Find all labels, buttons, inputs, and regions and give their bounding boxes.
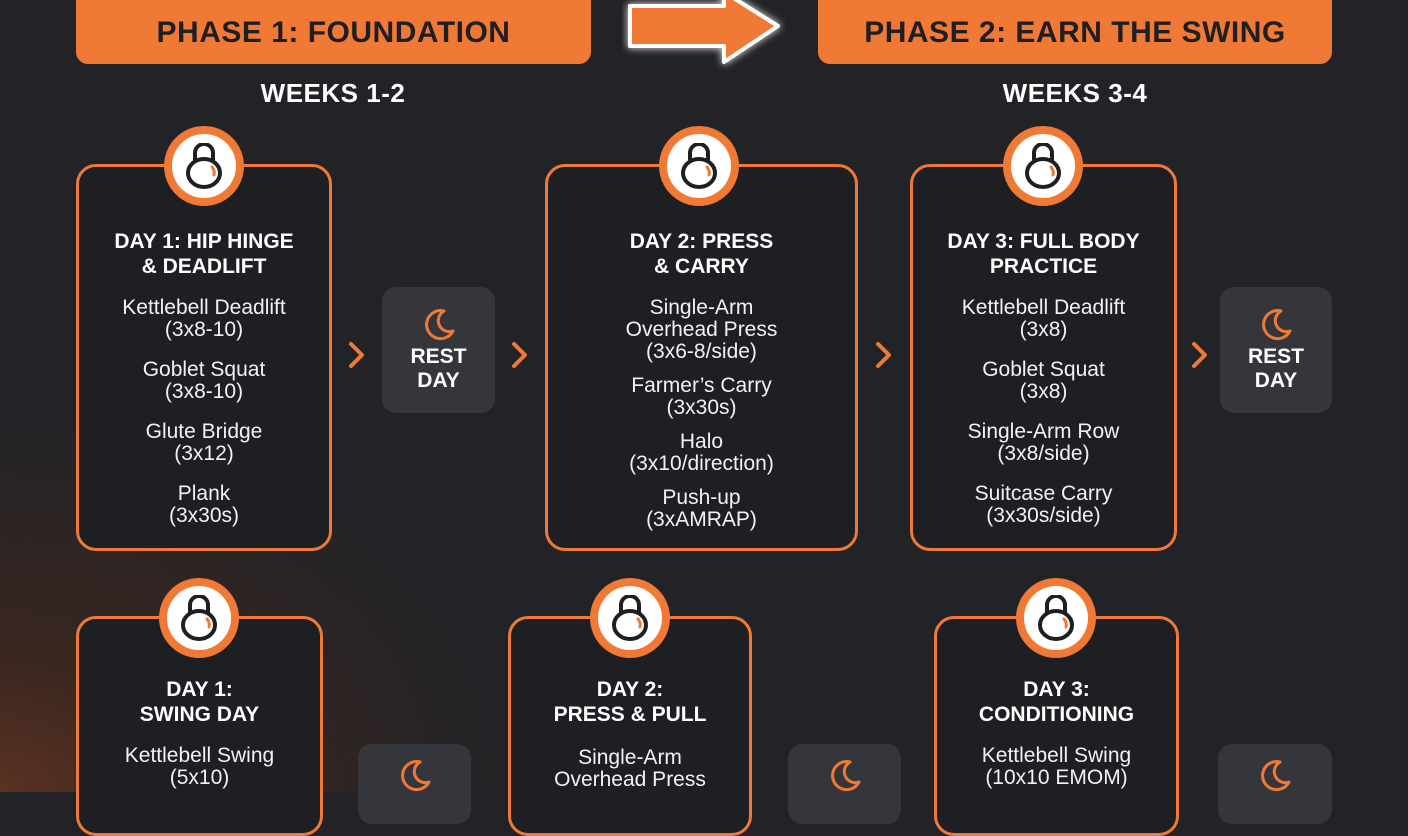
exercise-list: Kettlebell Swing(10x10 EMOM) (937, 745, 1176, 789)
rest-day-tile (358, 744, 471, 824)
card-title: DAY 1: HIP HINGE & DEADLIFT (114, 230, 294, 278)
moon-icon (1262, 309, 1292, 341)
kettlebell-badge (164, 126, 244, 206)
kettlebell-badge (1003, 126, 1083, 206)
rest-day-tile (788, 744, 901, 824)
list-item: Single-Arm Row(3x8/side) (967, 420, 1120, 465)
moon-icon (400, 760, 430, 792)
card-title: DAY 2: PRESS & CARRY (629, 230, 774, 278)
arrow-right-icon (628, 0, 780, 64)
phase-1-weeks: WEEKS 1-2 (260, 78, 406, 108)
rest-day-tile (1218, 744, 1332, 824)
chevron-right-icon (349, 342, 364, 368)
card-title: DAY 1: SWING DAY (139, 678, 260, 726)
chevron-right-icon (512, 342, 527, 368)
list-item: Kettlebell Deadlift(3x8-10) (122, 296, 286, 341)
chevron-right-icon (876, 342, 891, 368)
card-title: DAY 3: FULL BODY PRACTICE (947, 230, 1140, 278)
phase-2-weeks: WEEKS 3-4 (1002, 78, 1148, 108)
card-title: DAY 2: PRESS & PULL (553, 678, 707, 726)
rest-day-tile: REST DAY (382, 287, 495, 413)
rest-day-tile: REST DAY (1220, 287, 1332, 413)
day-card-phase1-day1: DAY 1: HIP HINGE & DEADLIFT Kettlebell D… (76, 164, 332, 551)
kettlebell-badge (159, 578, 239, 658)
list-item: Glute Bridge(3x12) (145, 420, 263, 465)
rest-day-label: REST DAY (410, 345, 467, 392)
list-item: Kettlebell Deadlift(3x8) (961, 296, 1126, 341)
list-item: Goblet Squat(3x8-10) (142, 358, 266, 403)
exercise-list: Kettlebell Deadlift(3x8-10) Goblet Squat… (79, 297, 329, 527)
list-item: Kettlebell Swing(10x10 EMOM) (981, 744, 1132, 789)
phase-1-banner: PHASE 1: FOUNDATION (76, 0, 591, 64)
phase-2-title: PHASE 2: EARN THE SWING (864, 16, 1286, 49)
kettlebell-icon (1025, 143, 1061, 189)
kettlebell-icon (186, 143, 222, 189)
phase-2-banner: PHASE 2: EARN THE SWING (818, 0, 1332, 64)
list-item: Push-up(3xAMRAP) (646, 486, 757, 531)
list-item: Plank(3x30s) (168, 482, 240, 527)
chevron-right-icon (1192, 342, 1207, 368)
kettlebell-icon (1038, 595, 1074, 641)
exercise-list: Kettlebell Deadlift(3x8) Goblet Squat(3x… (913, 297, 1174, 527)
moon-icon (424, 309, 454, 341)
moon-icon (1261, 760, 1291, 792)
list-item: Farmer’s Carry(3x30s) (631, 374, 772, 419)
kettlebell-badge (590, 578, 670, 658)
kettlebell-badge (1016, 578, 1096, 658)
kettlebell-icon (181, 595, 217, 641)
rest-day-label: REST DAY (1247, 345, 1304, 392)
list-item: Suitcase Carry(3x30s/side) (974, 482, 1113, 527)
exercise-list: Kettlebell Swing(5x10) (79, 745, 320, 789)
list-item: Goblet Squat(3x8) (982, 358, 1105, 403)
moon-icon (830, 760, 860, 792)
kettlebell-badge (659, 126, 739, 206)
card-title: DAY 3: CONDITIONING (978, 678, 1135, 726)
kettlebell-icon (612, 595, 648, 641)
day-card-phase2-day3: DAY 3: FULL BODY PRACTICE Kettlebell Dea… (910, 164, 1177, 551)
list-item: Halo(3x10/direction) (629, 430, 774, 475)
kettlebell-icon (681, 143, 717, 189)
list-item: Kettlebell Swing(5x10) (124, 744, 275, 789)
phase-1-title: PHASE 1: FOUNDATION (156, 16, 511, 49)
